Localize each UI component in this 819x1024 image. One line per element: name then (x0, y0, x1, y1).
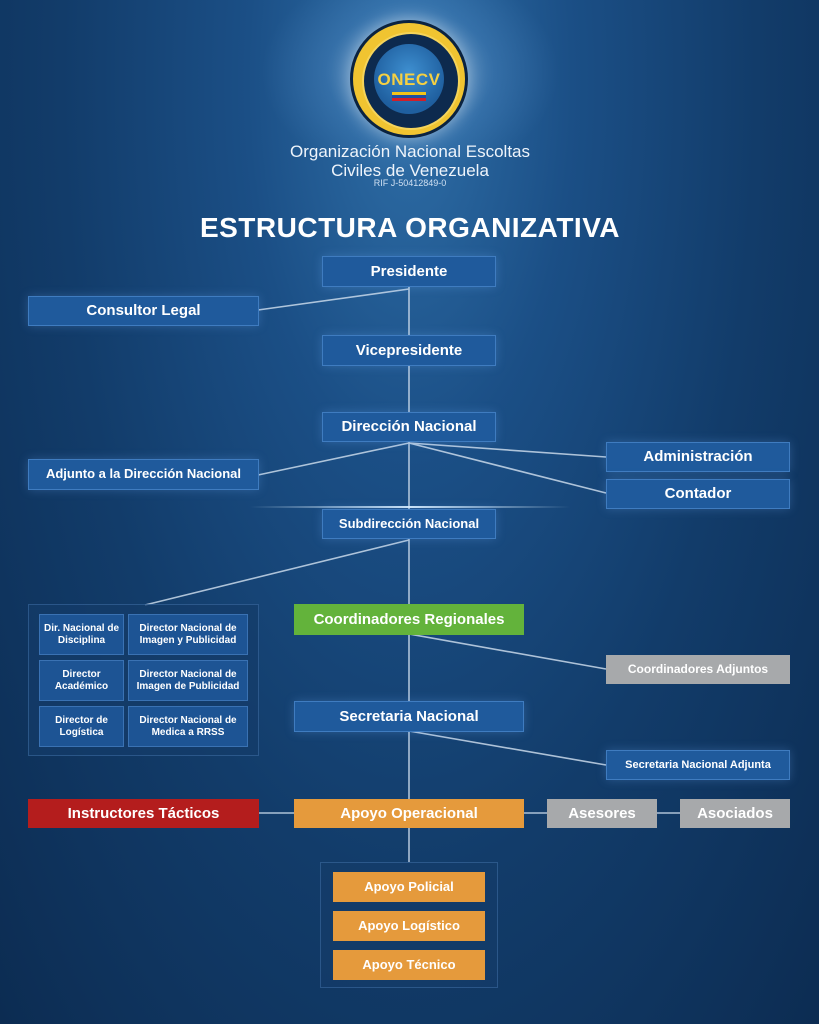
node-coordinadores-adjuntos: Coordinadores Adjuntos (606, 655, 790, 684)
node-direccion-nacional: Dirección Nacional (322, 412, 496, 442)
node-subdireccion: Subdirección Nacional (322, 509, 496, 539)
node-consultor-legal: Consultor Legal (28, 296, 259, 326)
node-apoyo-tecnico: Apoyo Técnico (333, 950, 485, 980)
director-card: Director Nacional de Medica a RRSS (128, 706, 248, 747)
light-flare (250, 506, 570, 508)
node-secretaria-adjunta: Secretaria Nacional Adjunta (606, 750, 790, 780)
node-vicepresidente: Vicepresidente (322, 335, 496, 366)
node-administracion: Administración (606, 442, 790, 472)
node-secretaria-nacional: Secretaria Nacional (294, 701, 524, 732)
line-direccion-contador (408, 442, 607, 494)
node-asociados: Asociados (680, 799, 790, 828)
director-card: Director Nacional de Imagen y Publicidad (128, 614, 248, 655)
director-card: Dir. Nacional de Disciplina (39, 614, 124, 655)
line-secretaria-adjunta (408, 730, 607, 766)
org-name-line2: Civiles de Venezuela (331, 161, 489, 180)
director-card: Director de Logística (39, 706, 124, 747)
node-apoyo-policial: Apoyo Policial (333, 872, 485, 902)
line-direccion-adjunto (257, 442, 410, 476)
node-presidente: Presidente (322, 256, 496, 287)
node-apoyo-operacional: Apoyo Operacional (294, 799, 524, 828)
flag-icon (392, 92, 426, 101)
node-apoyo-logistico: Apoyo Logístico (333, 911, 485, 941)
line-president-consultor (257, 288, 410, 311)
node-adjunto-direccion: Adjunto a la Dirección Nacional (28, 459, 259, 490)
organization-name: Organización Nacional Escoltas Civiles d… (220, 142, 600, 180)
page-title: ESTRUCTURA ORGANIZATIVA (199, 212, 621, 243)
director-card: Director Nacional de Imagen de Publicida… (128, 660, 248, 701)
node-contador: Contador (606, 479, 790, 509)
node-asesores: Asesores (547, 799, 657, 828)
line-coord-adjuntos (408, 633, 607, 670)
line-sub-directors (144, 539, 410, 606)
node-instructores-tacticos: Instructores Tácticos (28, 799, 259, 828)
node-coordinadores-regionales: Coordinadores Regionales (294, 604, 524, 635)
org-name-line1: Organización Nacional Escoltas (289, 142, 530, 161)
onecv-logo: ONECV (350, 20, 468, 138)
logo-text: ONECV (377, 70, 441, 89)
line-direccion-admin (408, 442, 607, 458)
director-card: Director Académico (39, 660, 124, 701)
rif-number: RIF J-50412849-0 (373, 178, 447, 188)
